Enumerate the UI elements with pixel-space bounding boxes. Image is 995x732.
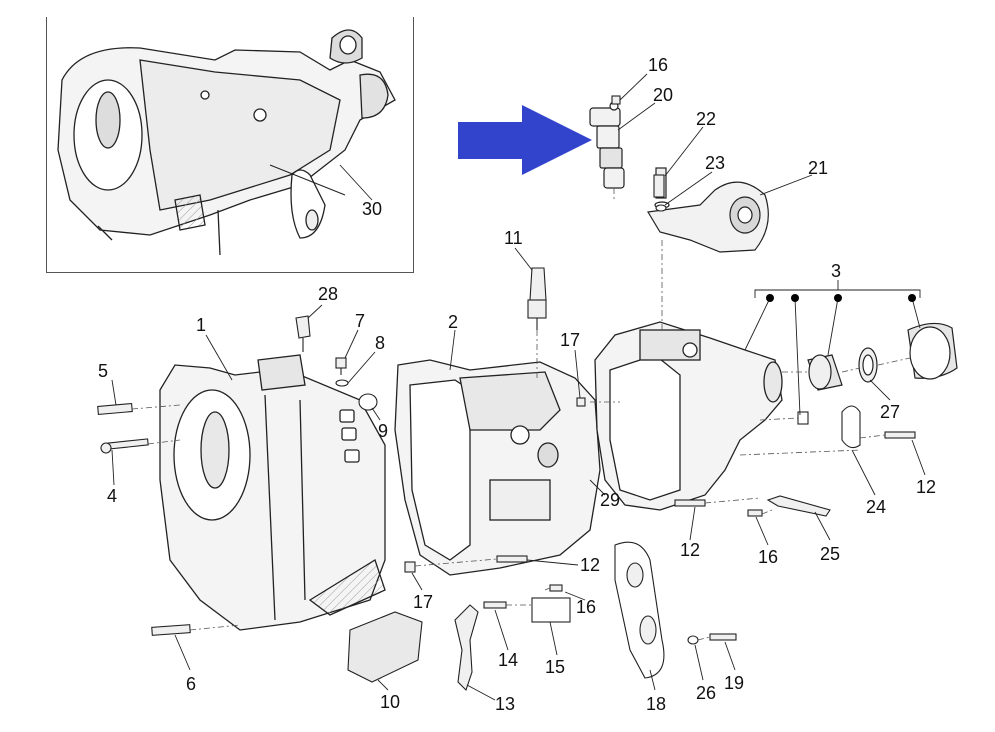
speed-sensor: [589, 101, 625, 189]
overview-inset-frame: [46, 17, 414, 273]
callout-20: 20: [653, 85, 674, 105]
callout-24: 24: [866, 497, 887, 517]
group-3-bullets: [766, 294, 916, 302]
callout-30: 30: [362, 199, 383, 219]
callout-11: 11: [504, 228, 523, 248]
callout-15: 15: [545, 657, 566, 677]
callout-1: 1: [196, 315, 207, 335]
bellhousing-part-1: [159, 354, 386, 631]
rear-housing-part-3: [594, 321, 783, 511]
assembled-gearbox-illustration: [57, 29, 396, 256]
callout-23: 23: [705, 153, 726, 173]
callout-16c: 16: [758, 547, 779, 567]
callout-9: 9: [378, 421, 389, 441]
callout-27: 27: [880, 402, 901, 422]
callout-17b: 17: [413, 592, 434, 612]
callout-26: 26: [696, 683, 717, 703]
callout-17a: 17: [560, 330, 581, 350]
callout-18: 18: [646, 694, 667, 714]
callout-6: 6: [186, 674, 197, 694]
callout-21: 21: [808, 158, 829, 178]
callout-5: 5: [98, 361, 109, 381]
callout-16a: 16: [648, 55, 669, 75]
callout-16b: 16: [576, 597, 597, 617]
callout-2: 2: [448, 312, 459, 332]
callout-14: 14: [498, 650, 519, 670]
callout-12c: 12: [916, 477, 937, 497]
highlight-arrow-icon: [458, 105, 592, 175]
assembly-axis-lines: [131, 188, 911, 641]
callout-28: 28: [318, 284, 339, 304]
small-parts: [97, 95, 916, 692]
callout-12b: 12: [680, 540, 701, 560]
callout-25: 25: [820, 544, 841, 564]
callout-29: 29: [600, 490, 621, 510]
callout-3: 3: [831, 261, 842, 281]
callout-8: 8: [375, 333, 386, 353]
callout-10: 10: [380, 692, 401, 712]
callout-4: 4: [107, 486, 118, 506]
bearing-set: [807, 322, 958, 391]
callout-22: 22: [696, 109, 717, 129]
leader-lines: [111, 73, 926, 701]
gearbox-mount: [647, 167, 769, 253]
callout-19: 19: [724, 673, 745, 693]
callout-13: 13: [495, 694, 516, 714]
intermediate-housing-part-2: [394, 359, 601, 576]
callout-7: 7: [355, 311, 366, 331]
callout-12a: 12: [580, 555, 601, 575]
